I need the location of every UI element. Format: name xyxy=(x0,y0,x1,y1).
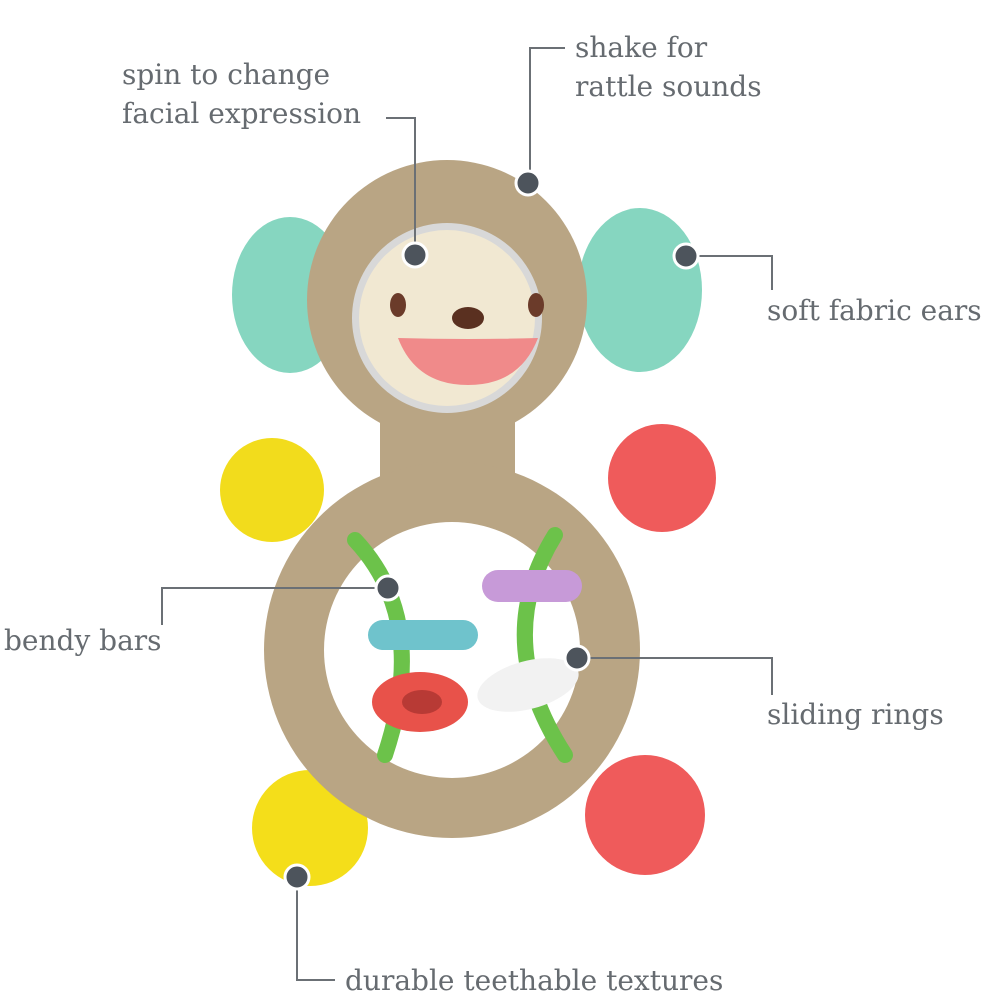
callout-dot xyxy=(283,863,311,891)
callout-dot xyxy=(672,242,700,270)
callout-ears-text: soft fabric ears xyxy=(767,294,982,327)
callout-dot xyxy=(514,169,542,197)
callout-dot xyxy=(563,644,591,672)
callout-bendy: bendy bars xyxy=(4,574,402,657)
red-ball-top xyxy=(608,424,716,532)
callout-bendy-text: bendy bars xyxy=(4,624,162,657)
callout-spin: spin to change facial expression xyxy=(122,58,429,269)
callout-dot xyxy=(374,574,402,602)
callout-rings: sliding rings xyxy=(563,644,944,731)
sliding-rings xyxy=(368,570,582,732)
spinning-face xyxy=(352,223,544,413)
callout-spin-line2: facial expression xyxy=(122,97,361,130)
ear-right xyxy=(578,208,702,372)
red-ball-bottom xyxy=(585,755,705,875)
callout-shake-line1: shake for xyxy=(575,31,708,64)
callout-textures-text: durable teethable textures xyxy=(345,964,723,997)
callout-rings-text: sliding rings xyxy=(767,698,944,731)
callout-dot xyxy=(401,241,429,269)
callout-textures: durable teethable textures xyxy=(283,863,723,997)
callout-spin-line1: spin to change xyxy=(122,58,330,91)
callout-shake-line2: rattle sounds xyxy=(575,70,762,103)
yellow-ball-top xyxy=(220,438,324,542)
callout-shake: shake for rattle sounds xyxy=(514,31,762,197)
callout-ears: soft fabric ears xyxy=(672,242,982,327)
